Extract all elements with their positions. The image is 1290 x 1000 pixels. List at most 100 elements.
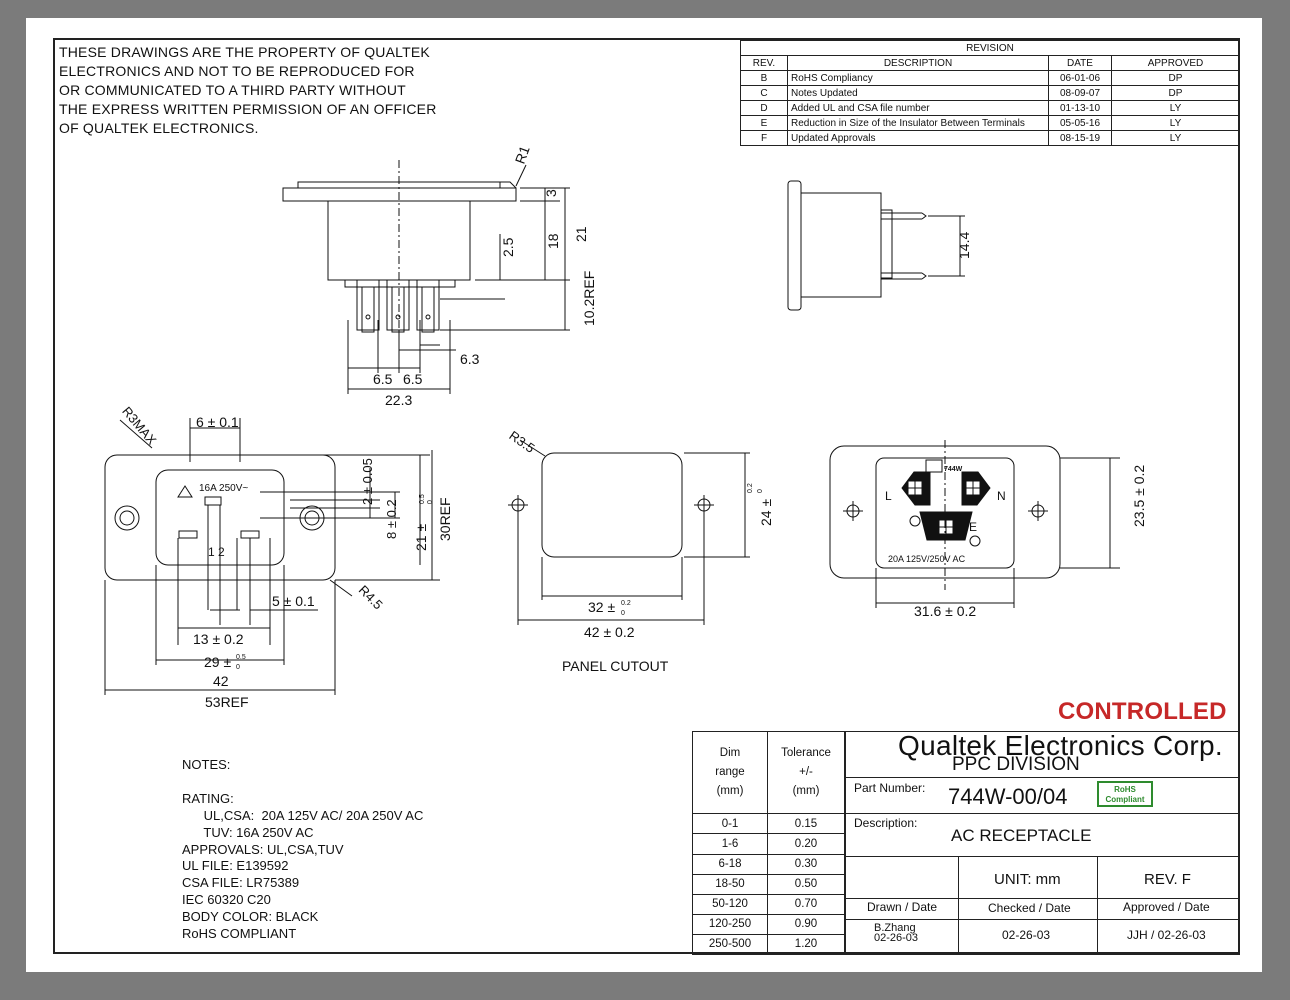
- dim-21b: 21 ±: [413, 524, 429, 551]
- dim-42b: 42 ± 0.2: [584, 624, 635, 640]
- dim-29-tol-dn: 0: [236, 664, 240, 671]
- range-cell: 50-120: [692, 893, 768, 915]
- model-mark: 744W: [944, 466, 963, 473]
- dim-2-05: 2 ± 0.05: [360, 458, 375, 505]
- dim-8: 8 ± 0.2: [384, 499, 399, 539]
- notes-block: NOTES: RATING: UL,CSA: 20A 125V AC/ 20A …: [182, 757, 424, 942]
- description-label: Description:: [854, 816, 918, 830]
- tol-cell: 0.50: [767, 873, 845, 895]
- dim-6-5-b: 6.5: [403, 371, 423, 387]
- tol-cell: 0.70: [767, 893, 845, 915]
- tol-cell: 1.20: [767, 933, 845, 956]
- dim-32: 32 ±: [588, 599, 615, 615]
- dim-24: 24 ±: [758, 499, 774, 526]
- dim-3: 3: [543, 189, 559, 197]
- company-name: Qualtek Electronics Corp.: [898, 730, 1223, 761]
- dim-5: 5 ± 0.1: [272, 593, 315, 609]
- dim-14-4: 14.4: [956, 232, 972, 259]
- terminal-n-label: N: [997, 489, 1006, 503]
- description: AC RECEPTACLE: [951, 826, 1092, 845]
- dim-10-2ref: 10.2REF: [581, 271, 597, 326]
- rev-cell: F: [740, 130, 788, 146]
- dim-30ref: 30REF: [437, 497, 453, 541]
- controlled-stamp: CONTROLLED: [1058, 698, 1227, 725]
- dim-23-5: 23.5 ± 0.2: [1131, 465, 1147, 527]
- property-notice: THESE DRAWINGS ARE THE PROPERTY OF QUALT…: [59, 44, 437, 136]
- range-cell: 120-250: [692, 913, 768, 935]
- desc-cell: Updated Approvals: [787, 130, 1049, 146]
- dim-6-3: 6.3: [460, 351, 480, 367]
- tol-cell: 0.20: [767, 833, 845, 855]
- revision-table: REVISION REV. DESCRIPTION DATE APPROVED …: [740, 40, 1240, 146]
- dim-42: 42: [213, 673, 229, 689]
- terminal-l-label: L: [885, 489, 892, 503]
- terminal-e-label: E: [969, 520, 977, 534]
- tolerance-header: Tolerance +/- (mm): [767, 730, 845, 815]
- checked-date: 02-26-03: [1002, 928, 1051, 942]
- part-number-label: Part Number:: [854, 781, 926, 795]
- rear-rating-mark: 20A 125V/250V AC: [888, 554, 966, 564]
- dim-13: 13 ± 0.2: [193, 631, 244, 647]
- dim-31-6: 31.6 ± 0.2: [914, 603, 976, 619]
- dim-29: 29 ±: [204, 654, 231, 670]
- drawing-frame: [53, 38, 1240, 954]
- dim-6-5-a: 6.5: [373, 371, 393, 387]
- drawn-label: Drawn / Date: [867, 900, 938, 914]
- dim-2-5: 2.5: [500, 237, 516, 257]
- range-cell: 0-1: [692, 813, 768, 835]
- dim-53ref: 53REF: [205, 694, 249, 710]
- dim-r4-5: R4.5: [356, 582, 386, 612]
- dim-6: 6 ± 0.1: [196, 414, 239, 430]
- dim-r3max: R3MAX: [119, 404, 159, 448]
- side-view-right: 14.4: [787, 180, 972, 311]
- rear-view: L N E 744W 20A 125V/250V AC 23.5 ± 0.2 3…: [829, 440, 1147, 619]
- date-cell: 08-15-19: [1048, 130, 1112, 146]
- unit-label: UNIT: mm: [994, 871, 1061, 888]
- dim-21: 21: [573, 226, 589, 242]
- range-cell: 1-6: [692, 833, 768, 855]
- tol-cell: 0.15: [767, 813, 845, 835]
- approved-label: Approved / Date: [1123, 900, 1210, 914]
- front-view: 6 ± 0.1 R3MAX 2 ± 0.05 8 ± 0.2 21 ± 0.5 …: [104, 404, 453, 710]
- side-view: R1 3 18 21 2.5 10.2REF 6.3 6.5 6.5 22.3: [282, 143, 597, 408]
- approved-cell: LY: [1111, 130, 1240, 146]
- dim-32-tol-up: 0.2: [621, 600, 631, 607]
- dim-24-tol-up: 0.2: [747, 483, 754, 493]
- part-number: 744W-00/04: [948, 784, 1068, 809]
- rohs-compliant-badge: RoHS Compliant: [1097, 781, 1153, 807]
- dim-21-tol-up: 0.5: [419, 494, 426, 504]
- checked-label: Checked / Date: [988, 901, 1071, 915]
- drawn-by: B.Zhang 02-26-03: [874, 922, 919, 944]
- dim-24-tol-dn: 0: [757, 489, 764, 493]
- range-cell: 250-500: [692, 933, 768, 956]
- tol-cell: 0.90: [767, 913, 845, 935]
- panel-cutout-label: PANEL CUTOUT: [562, 658, 669, 674]
- dim-18: 18: [545, 233, 561, 249]
- revision-letter: REV. F: [1144, 871, 1191, 888]
- division-name: PPC DIVISION: [952, 754, 1080, 775]
- dim-r1: R1: [512, 143, 533, 165]
- dim-32-tol-dn: 0: [621, 610, 625, 617]
- dim-range-header: Dim range (mm): [692, 730, 768, 815]
- dim-21-tol-dn: 0: [427, 500, 434, 504]
- dim-29-tol-up: 0.5: [236, 654, 246, 661]
- range-cell: 18-50: [692, 873, 768, 895]
- dim-r3-5: R3.5: [506, 428, 537, 456]
- pin-numbers: 1 2: [208, 545, 225, 559]
- front-rating-mark: 16A 250V~: [199, 483, 248, 494]
- tol-cell: 0.30: [767, 853, 845, 875]
- dim-22-3: 22.3: [385, 392, 412, 408]
